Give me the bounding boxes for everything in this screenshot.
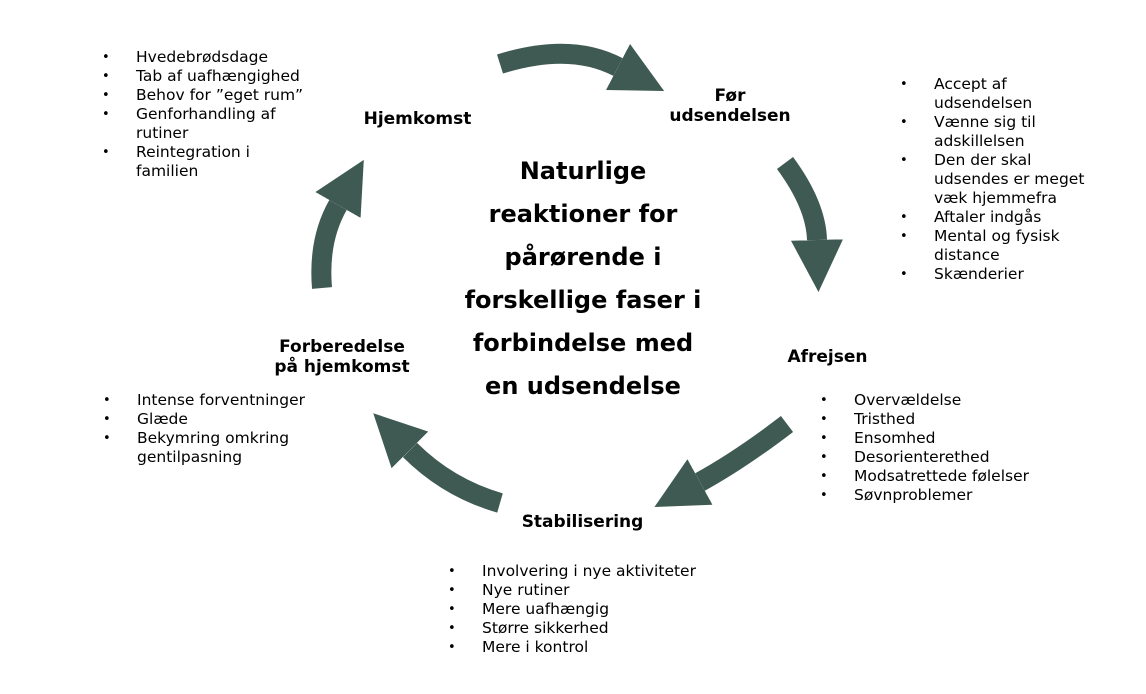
list-item: Ensomhed [820, 429, 1110, 448]
list-item: Hvedebrødsdage [102, 48, 352, 67]
phase-label-afrejsen: Afrejsen [787, 347, 868, 367]
list-item: Tristhed [820, 410, 1110, 429]
list-forberedelse: Intense forventninger Glæde Bekymring om… [103, 391, 373, 467]
list-foer-udsendelsen: Accept af udsendelsen Vænne sig til adsk… [900, 75, 1135, 284]
arrow-bottom-left [373, 413, 503, 513]
list-item: Behov for ”eget rum” [102, 86, 352, 105]
list-item: Aftaler indgås [900, 208, 1135, 227]
arrow-left [311, 159, 364, 289]
list-item: Desorienterethed [820, 448, 1110, 467]
list-item: Større sikkerhed [448, 619, 778, 638]
phase-label-forberedelse: Forberedelse på hjemkomst [274, 337, 410, 377]
arrow-top [497, 43, 665, 91]
list-item: Mere i kontrol [448, 638, 778, 657]
phase-label-foer-udsendelsen: Før udsendelsen [669, 86, 791, 126]
list-item: Modsatrettede følelser [820, 467, 1110, 486]
list-item: Intense forventninger [103, 391, 373, 410]
list-item: Glæde [103, 410, 373, 429]
list-item: Den der skal udsendes er meget væk hjemm… [900, 151, 1135, 208]
list-item: Bekymring omkring gentilpasning [103, 429, 373, 467]
list-item: Involvering i nye aktiviteter [448, 562, 778, 581]
phase-label-stabilisering: Stabilisering [521, 512, 644, 532]
list-item: Mere uafhængig [448, 600, 778, 619]
list-hjemkomst: Hvedebrødsdage Tab af uafhængighed Behov… [102, 48, 352, 181]
arrow-right [776, 157, 843, 292]
arrow-bottom-right [654, 416, 794, 508]
list-item: Reintegration i familien [102, 143, 352, 181]
list-item: Genforhandling af rutiner [102, 105, 352, 143]
list-item: Mental og fysisk distance [900, 227, 1135, 265]
list-item: Vænne sig til adskillelsen [900, 113, 1135, 151]
list-afrejsen: Overvældelse Tristhed Ensomhed Desorient… [820, 391, 1110, 505]
phase-label-hjemkomst: Hjemkomst [363, 109, 472, 129]
list-item: Accept af udsendelsen [900, 75, 1135, 113]
list-item: Overvældelse [820, 391, 1110, 410]
list-stabilisering: Involvering i nye aktiviteter Nye rutine… [448, 562, 778, 657]
list-item: Tab af uafhængighed [102, 67, 352, 86]
diagram-title: Naturlige reaktioner for pårørende i for… [464, 157, 702, 400]
list-item: Søvnproblemer [820, 486, 1110, 505]
list-item: Nye rutiner [448, 581, 778, 600]
list-item: Skænderier [900, 265, 1135, 284]
